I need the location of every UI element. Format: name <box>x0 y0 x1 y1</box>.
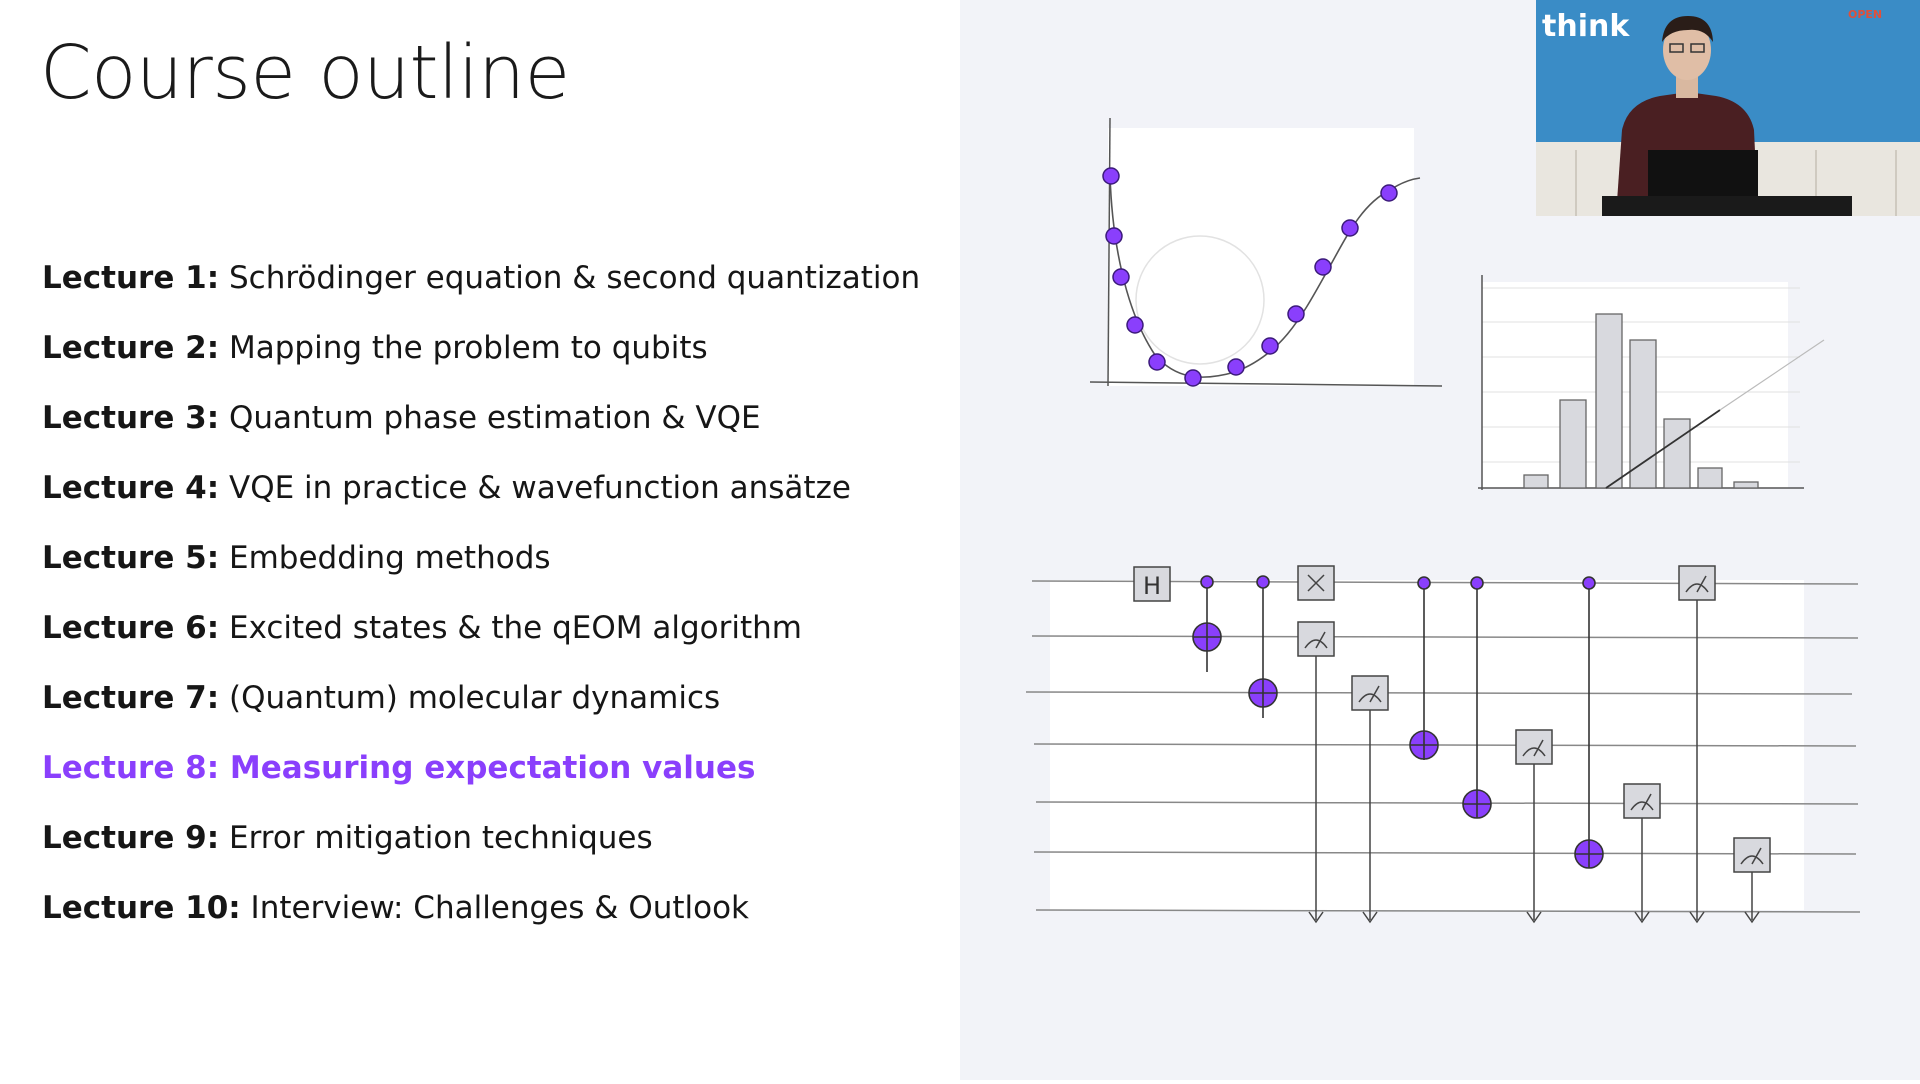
cnot-gate <box>1462 576 1492 819</box>
lecture-item-5: Lecture 5: Embedding methods <box>42 538 920 608</box>
lecture-label: Lecture 8: <box>42 750 220 786</box>
lecture-item-3: Lecture 3: Quantum phase estimation & VQ… <box>42 398 920 468</box>
lecture-text: (Quantum) molecular dynamics <box>228 680 721 716</box>
lecture-item-4: Lecture 4: VQE in practice & wavefunctio… <box>42 468 920 538</box>
lecture-text: Error mitigation techniques <box>228 820 653 856</box>
slide-title: Course outline <box>40 30 570 116</box>
x-gate <box>1297 565 1335 601</box>
lecture-item-9: Lecture 9: Error mitigation techniques <box>42 818 920 888</box>
lecture-text: Interview: Challenges & Outlook <box>250 890 750 926</box>
slide-left-panel: Course outline Lecture 1: Schrödinger eq… <box>0 0 960 1080</box>
lecture-label: Lecture 10: <box>42 890 241 926</box>
lecture-label: Lecture 3: <box>42 400 220 436</box>
lecture-label: Lecture 4: <box>42 470 220 506</box>
lecture-item-2: Lecture 2: Mapping the problem to qubits <box>42 328 920 398</box>
lecture-text: Mapping the problem to qubits <box>228 330 708 366</box>
energy-curve-illustration <box>1089 117 1443 387</box>
presenter-video-frame: think OPEN <box>1536 0 1920 216</box>
measure-gate <box>1351 675 1389 924</box>
cnot-gate <box>1248 575 1278 718</box>
lecture-text: Measuring expectation values <box>229 750 756 786</box>
lecture-label: Lecture 2: <box>42 330 220 366</box>
corner-badge: OPEN <box>1848 8 1882 21</box>
measure-gate <box>1297 621 1335 924</box>
measure-gate <box>1623 783 1661 924</box>
lecture-text: Quantum phase estimation & VQE <box>228 400 761 436</box>
lecture-label: Lecture 1: <box>42 260 220 296</box>
lecture-list: Lecture 1: Schrödinger equation & second… <box>42 258 920 958</box>
svg-text:H: H <box>1143 572 1161 600</box>
illustrations-canvas: H <box>1025 117 1861 924</box>
lecture-item-7: Lecture 7: (Quantum) molecular dynamics <box>42 678 920 748</box>
histogram-bars <box>1523 313 1759 489</box>
cnot-gate <box>1192 575 1222 672</box>
cnot-gate <box>1574 576 1604 869</box>
h-gate: H <box>1133 566 1171 602</box>
lecture-label: Lecture 5: <box>42 540 220 576</box>
lecture-item-8-current: Lecture 8: Measuring expectation values <box>42 748 920 818</box>
slide-illustration-panel: H <box>960 0 1920 1080</box>
qubit-wires <box>1025 580 1861 913</box>
lecture-label: Lecture 7: <box>42 680 220 716</box>
energy-data-points <box>1102 167 1398 387</box>
quantum-circuit-illustration: H <box>1025 565 1861 924</box>
histogram-illustration <box>1478 275 1825 490</box>
lecture-text: Schrödinger equation & second quantizati… <box>228 260 921 296</box>
lecture-label: Lecture 9: <box>42 820 220 856</box>
presenter-video-overlay: think OPEN <box>1536 0 1920 216</box>
cnot-gate <box>1409 576 1439 760</box>
lecture-item-10: Lecture 10: Interview: Challenges & Outl… <box>42 888 920 958</box>
measure-gate <box>1733 837 1771 924</box>
lecture-text: VQE in practice & wavefunction ansätze <box>228 470 851 506</box>
lecture-text: Excited states & the qEOM algorithm <box>228 610 802 646</box>
wall-logo-text: think <box>1542 9 1630 44</box>
lecture-item-6: Lecture 6: Excited states & the qEOM alg… <box>42 608 920 678</box>
lecture-label: Lecture 6: <box>42 610 220 646</box>
lecture-text: Embedding methods <box>228 540 551 576</box>
measure-gate <box>1515 729 1553 924</box>
measure-gate <box>1678 565 1716 924</box>
lecture-item-1: Lecture 1: Schrödinger equation & second… <box>42 258 920 328</box>
